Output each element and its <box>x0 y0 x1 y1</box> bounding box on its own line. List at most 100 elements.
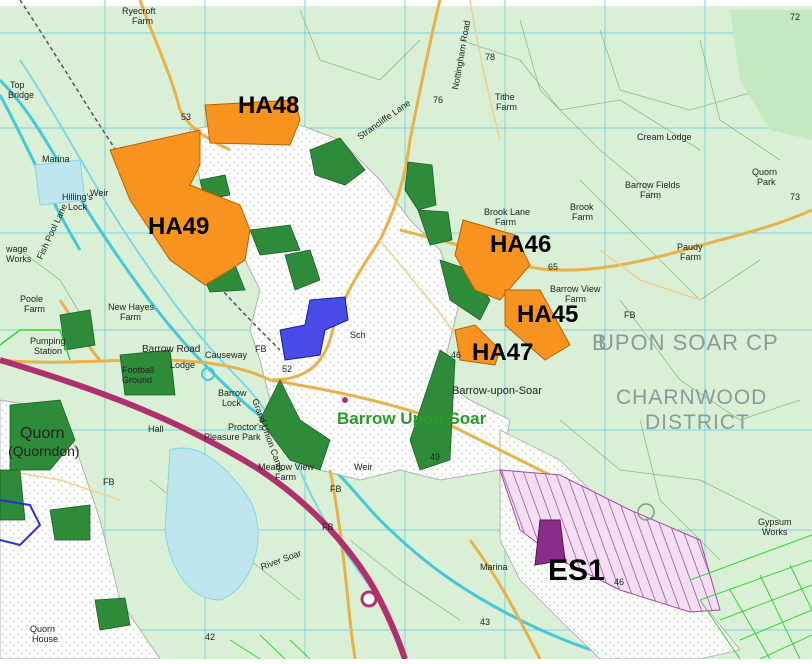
label-49: 49 <box>430 452 440 462</box>
green-boundary-hatch <box>229 534 812 660</box>
label-proctors-1: Proctor's <box>228 422 264 432</box>
label-barrow-road: Barrow Road <box>142 344 200 355</box>
label-fb-4: FB <box>330 484 342 494</box>
label-quorn-park-1: Quorn <box>752 167 777 177</box>
site-label-es1: ES1 <box>548 554 605 587</box>
lock-marker-icon <box>201 367 215 381</box>
site-ha45-area[interactable] <box>504 289 571 361</box>
label-65: 65 <box>548 262 558 272</box>
blue-boundary-left <box>0 499 42 547</box>
label-barrow-lock-1: Barrow <box>218 388 247 398</box>
label-barrow-lock-2: Lock <box>222 398 242 408</box>
site-label-ha45: HA45 <box>517 301 578 328</box>
label-new-hayes-2: Farm <box>120 312 141 322</box>
label-barrow-view-2: Farm <box>565 294 586 304</box>
label-tithe: Tithe <box>495 92 515 102</box>
site-ha47-area[interactable] <box>454 324 501 366</box>
label-fb-5: FB <box>322 522 334 532</box>
site-label-ha46: HA46 <box>490 231 551 258</box>
label-top-bridge-1: Top <box>10 80 25 90</box>
label-73: 73 <box>790 192 800 202</box>
label-hillings-lock-1: Hilling's <box>62 192 93 202</box>
marina-basin <box>34 159 86 206</box>
label-brook-farm-2: Farm <box>572 212 593 222</box>
label-brook-lane-1: Brook Lane <box>484 207 530 217</box>
label-quorndon: (Quorndon) <box>8 443 80 459</box>
site-ha46-area[interactable] <box>454 219 531 301</box>
label-hall: Hall <box>148 424 164 434</box>
site-label-ha47: HA47 <box>472 339 533 366</box>
label-ryecroft: Ryecroft <box>122 6 156 16</box>
site-ha48-area[interactable] <box>204 99 301 146</box>
label-pumping-1: Pumping <box>30 336 66 346</box>
label-quorn-park-2: Park <box>757 177 776 187</box>
label-barrow-fields-1: Barrow Fields <box>625 180 681 190</box>
label-quorn-house-2: House <box>32 634 58 644</box>
railway-line <box>0 357 408 661</box>
label-hillings-lock-2: Lock <box>68 202 88 212</box>
label-football-2: Ground <box>122 375 152 385</box>
label-52: 52 <box>282 364 292 374</box>
label-football-1: Football <box>122 365 154 375</box>
district-label-line2: DISTRICT <box>645 411 750 434</box>
lake <box>164 447 259 601</box>
works-tank-icon <box>637 503 655 521</box>
allocation-sites <box>109 99 571 366</box>
label-quorn: Quorn <box>20 425 64 442</box>
blue-site-area[interactable] <box>279 296 349 361</box>
label-fb-1: FB <box>255 344 267 354</box>
label-gypsum-2: Works <box>762 527 788 537</box>
label-fb-3: FB <box>103 477 115 487</box>
site-label-ha48: HA48 <box>238 92 299 119</box>
label-po: PO <box>292 312 307 323</box>
site-ha49-area[interactable] <box>109 129 251 286</box>
label-top-bridge-2: Bridge <box>8 90 34 100</box>
green-spaces <box>0 137 491 631</box>
label-barrow-view-1: Barrow View <box>550 284 601 294</box>
label-weir: Weir <box>90 188 108 198</box>
woodland-area <box>730 10 812 140</box>
label-ryecroft-farm: Farm <box>132 16 153 26</box>
label-fb-2: FB <box>624 310 636 320</box>
label-barrow-upon-soar-small: Barrow-upon-Soar <box>452 385 542 397</box>
label-78: 78 <box>485 52 495 62</box>
field-boundaries <box>19 9 801 621</box>
label-cream-lodge: Cream Lodge <box>637 132 692 142</box>
label-46-b: 46 <box>614 577 624 587</box>
label-43: 43 <box>480 617 490 627</box>
label-53: 53 <box>181 112 191 122</box>
label-brook-farm-1: Brook <box>570 202 594 212</box>
label-marina-2: Marina <box>480 562 508 572</box>
label-marina: Marina <box>42 154 70 164</box>
label-new-hayes-1: New Hayes <box>108 302 155 312</box>
label-causeway: Causeway <box>205 350 248 360</box>
label-72: 72 <box>790 12 800 22</box>
label-tithe-farm: Farm <box>496 102 517 112</box>
label-42: 42 <box>205 632 215 642</box>
label-brook-lane-2: Farm <box>495 217 516 227</box>
label-paudy-2: Farm <box>680 252 701 262</box>
station-marker-icon <box>342 397 348 403</box>
label-sch: Sch <box>350 330 366 340</box>
label-quorn-house-1: Quorn <box>30 624 55 634</box>
label-proctors-2: Pleasure Park <box>204 432 261 442</box>
label-paudy-1: Paudy <box>677 242 703 252</box>
label-weir-2: Weir <box>354 462 372 472</box>
site-label-ha49: HA49 <box>148 213 209 240</box>
label-poole-farm-1: Poole <box>20 294 43 304</box>
es1-site-area[interactable] <box>534 519 566 566</box>
label-pumping-2: Station <box>34 346 62 356</box>
parish-prefix: B <box>592 330 608 355</box>
railway-roundabout <box>360 590 378 608</box>
village-label: Barrow Upon Soar <box>337 409 487 428</box>
parish-label: UPON SOAR CP <box>598 330 779 355</box>
label-sewage-2: Works <box>6 254 32 264</box>
label-meadow-view-2: Farm <box>275 472 296 482</box>
label-gypsum-1: Gypsum <box>758 517 792 527</box>
label-76: 76 <box>433 95 443 105</box>
label-poole-farm-2: Farm <box>24 304 45 314</box>
district-label-line1: CHARNWOOD <box>616 386 767 409</box>
top-white-strip <box>0 0 812 6</box>
